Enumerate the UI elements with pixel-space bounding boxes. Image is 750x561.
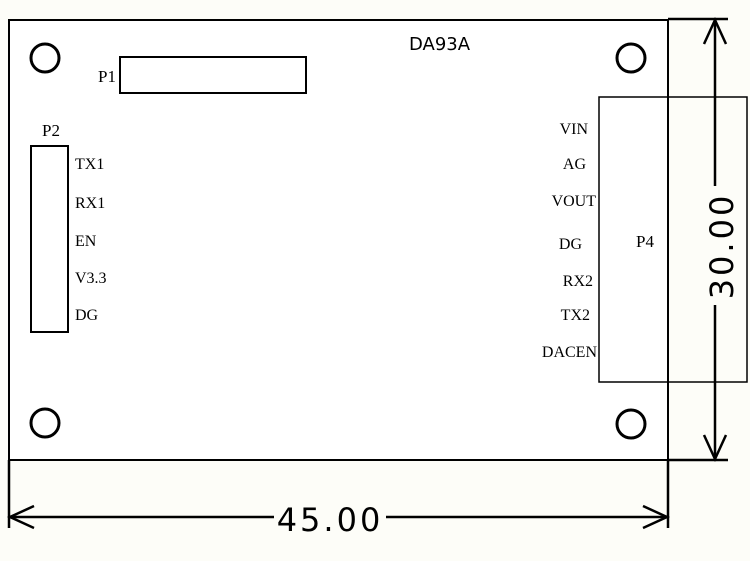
p2-pin-v33: V3.3 (75, 270, 107, 287)
width-dimension (6, 460, 671, 530)
p4-pin-dacen: DACEN (542, 344, 598, 361)
mounting-hole-bottom-left (29, 407, 61, 439)
p4-pin-labels: VIN AG VOUT DG RX2 TX2 DACEN (542, 121, 598, 361)
mounting-hole-top-right (615, 42, 647, 74)
p4-pin-dg: DG (559, 236, 583, 253)
board-title: DA93A (409, 34, 471, 55)
width-arrow-left (6, 504, 35, 530)
p4-pin-vin: VIN (560, 121, 589, 138)
height-arrow-top (702, 16, 728, 45)
p2-label: P2 (42, 121, 60, 140)
p4-pin-vout: VOUT (552, 193, 597, 210)
p2-pin-dg: DG (75, 307, 99, 324)
p2-pin-rx1: RX1 (75, 195, 105, 212)
height-dimension (668, 16, 728, 463)
mounting-hole-bottom-right (615, 408, 647, 440)
p4-pin-tx2: TX2 (561, 307, 590, 324)
p4-connector (598, 96, 748, 383)
p2-pin-tx1: TX1 (75, 156, 104, 173)
height-dimension-text: 30.00 (703, 193, 741, 300)
p4-label: P4 (636, 232, 654, 251)
p4-pin-rx2: RX2 (563, 273, 593, 290)
p2-pin-labels: TX1 RX1 EN V3.3 DG (75, 156, 107, 324)
mounting-holes (29, 42, 647, 440)
p4-pin-ag: AG (563, 156, 587, 173)
height-arrow-bottom (702, 434, 728, 463)
p2-connector (30, 145, 69, 333)
p1-label: P1 (98, 67, 116, 86)
p1-connector (119, 56, 307, 94)
p2-pin-en: EN (75, 233, 97, 250)
width-dimension-text: 45.00 (277, 501, 384, 539)
width-arrow-right (642, 504, 671, 530)
mounting-hole-top-left (29, 42, 61, 74)
board-outline (8, 19, 669, 461)
